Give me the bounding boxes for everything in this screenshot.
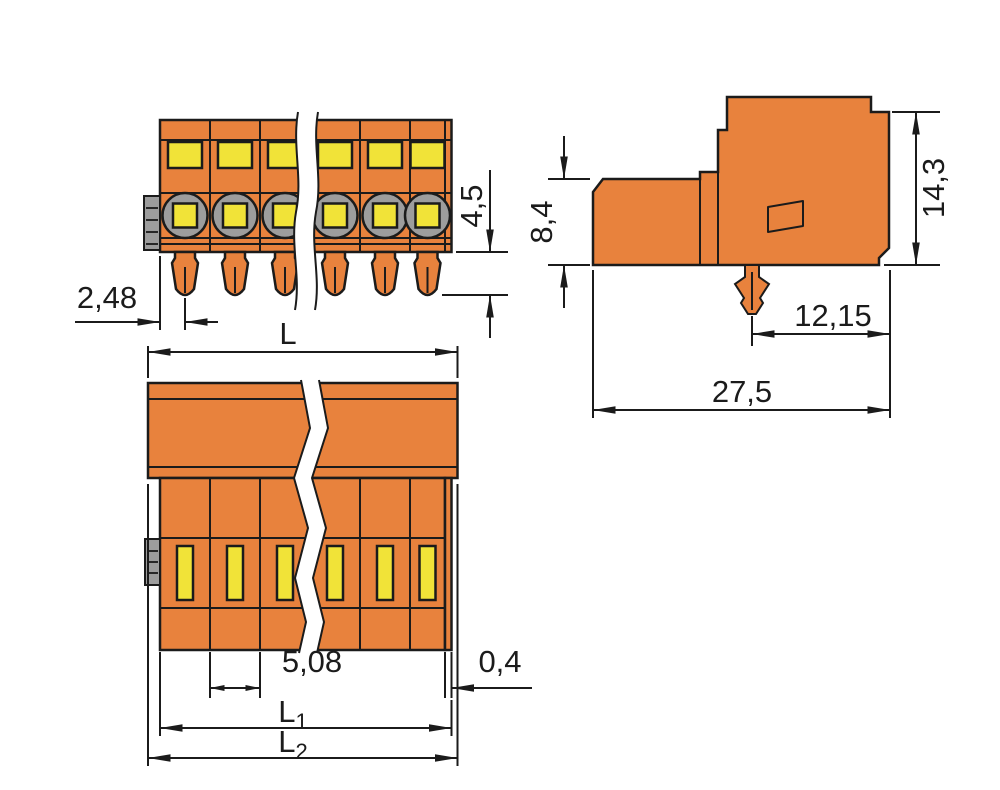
dimension-wall-thickness <box>444 652 532 698</box>
dimension-body-height <box>548 136 590 308</box>
dimension-total-height <box>884 111 940 266</box>
contact-4 <box>311 191 359 240</box>
dimension-pin-length <box>442 170 508 338</box>
lever-window-6 <box>409 140 446 170</box>
label-L1: L1 <box>278 694 308 734</box>
label-pin-length: 4,5 <box>454 184 489 227</box>
pin-4 <box>320 250 350 297</box>
slot-2 <box>225 544 245 602</box>
dimension-foot-to-face <box>751 270 891 418</box>
break-line <box>293 111 300 311</box>
contact-2 <box>211 191 259 240</box>
pin-5 <box>370 250 400 297</box>
pin-6 <box>413 250 442 297</box>
slot-3 <box>275 544 295 602</box>
label-total-height: 14,3 <box>916 158 951 218</box>
label-body-height: 8,4 <box>524 200 559 243</box>
coding-recess <box>767 200 804 233</box>
lever-window-5 <box>366 140 404 170</box>
slot-5 <box>375 544 395 602</box>
break-gap <box>294 380 328 653</box>
pin-2 <box>220 250 250 297</box>
slot-4 <box>325 544 345 602</box>
label-length-L: L <box>279 316 296 351</box>
side-view <box>591 95 891 315</box>
front-view <box>143 111 453 311</box>
label-pitch: 5,08 <box>282 644 342 679</box>
break-line <box>292 379 312 654</box>
dimension-L2 <box>147 484 459 766</box>
label-depth: 27,5 <box>712 374 772 409</box>
label-wall: 0,4 <box>478 644 521 679</box>
dimension-pin-offset <box>75 256 218 330</box>
break-gap <box>294 112 319 310</box>
lever-window-4 <box>316 140 354 170</box>
label-foot-to-face: 12,15 <box>794 298 872 333</box>
contact-5 <box>361 191 409 240</box>
top-end-wall <box>443 476 453 652</box>
side-profile <box>591 95 891 267</box>
top-break <box>292 379 330 654</box>
side-internal-lines <box>699 172 804 265</box>
dimension-L1 <box>159 652 453 736</box>
dimensions: 2,48 4,5 L 5,08 0,4 L1 L2 8,4 14,3 12,15… <box>75 111 951 766</box>
label-pin-offset: 2,48 <box>77 280 137 315</box>
dimension-labels: 2,48 4,5 L 5,08 0,4 L1 L2 8,4 14,3 12,15… <box>77 158 951 764</box>
contact-6 <box>403 191 452 240</box>
latch-ribs <box>146 207 158 245</box>
lever-window-1 <box>166 140 204 170</box>
top-view <box>144 379 459 654</box>
label-L2: L2 <box>278 724 308 764</box>
break-line <box>313 111 320 311</box>
slot-6 <box>418 544 437 602</box>
contact-1 <box>161 191 209 240</box>
pin-3 <box>270 250 300 297</box>
pin-1 <box>170 250 200 297</box>
dimension-depth <box>592 270 890 418</box>
dimension-length-L <box>147 346 459 378</box>
lever-window-2 <box>216 140 254 170</box>
latch-body <box>143 195 161 251</box>
front-break <box>293 111 320 311</box>
drawing-root: 2,48 4,5 L 5,08 0,4 L1 L2 8,4 14,3 12,15… <box>75 95 951 766</box>
slot-1 <box>175 544 195 602</box>
dimension-pitch <box>209 652 261 698</box>
break-line <box>310 379 330 654</box>
front-latch <box>143 195 161 251</box>
